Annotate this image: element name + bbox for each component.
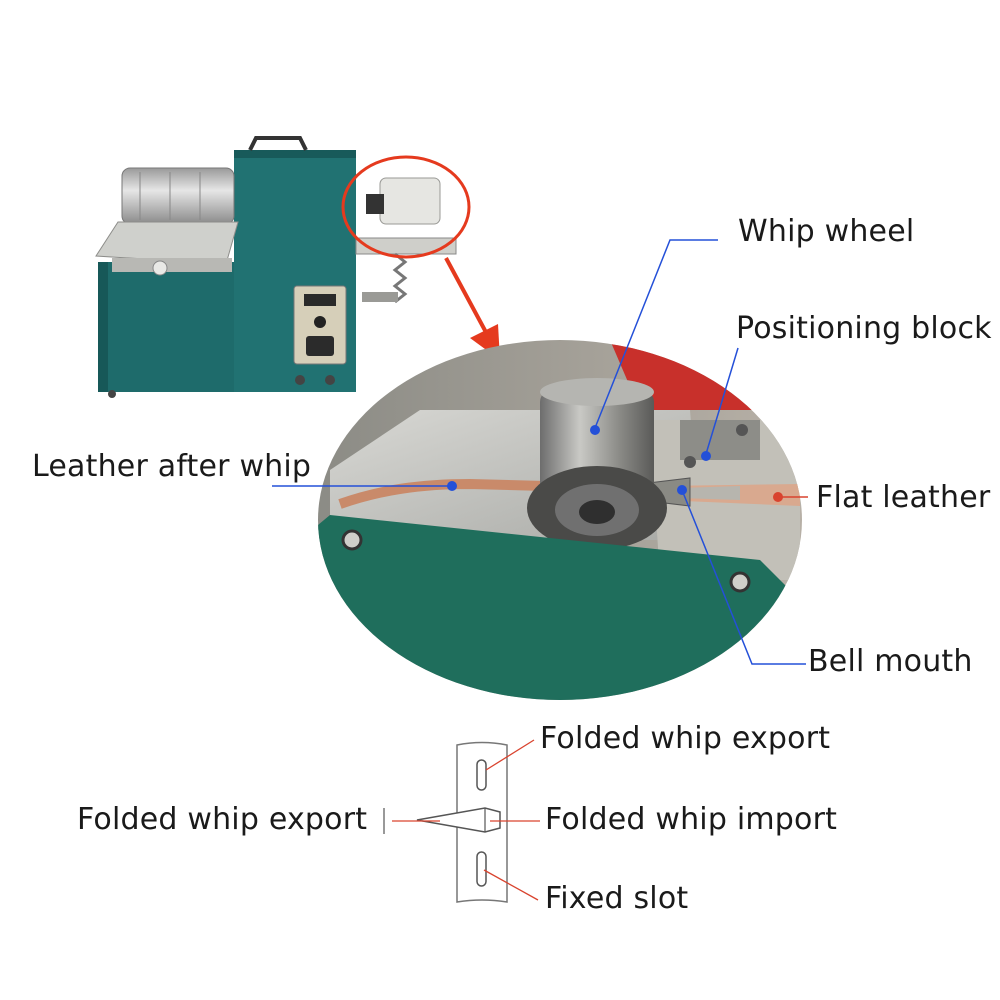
leader-whip-wheel (594, 239, 718, 429)
leader-bell-mouth (681, 489, 806, 665)
label-positioning-block: Positioning block (736, 311, 992, 346)
zoom-arrow (444, 257, 500, 360)
highlight-circle (341, 155, 471, 259)
label-folded-whip-export-top: Folded whip export (540, 721, 831, 756)
leader-lines-schematic (392, 739, 540, 901)
label-leather-after-whip: Leather after whip (32, 449, 312, 484)
leader-positioning-block (705, 347, 739, 455)
leader-flat-leather (773, 492, 808, 502)
folding-schematic (383, 741, 508, 903)
label-folded-whip-import: Folded whip import (545, 802, 838, 837)
label-flat-leather: Flat leather (816, 480, 991, 515)
label-fixed-slot: Fixed slot (545, 881, 689, 916)
label-whip-wheel: Whip wheel (738, 214, 915, 249)
leader-lines-closeup (272, 239, 806, 665)
machine-photo (95, 136, 457, 398)
label-bell-mouth: Bell mouth (808, 644, 973, 679)
closeup-photo (318, 340, 802, 700)
label-folded-whip-export-left: Folded whip export (77, 802, 368, 837)
